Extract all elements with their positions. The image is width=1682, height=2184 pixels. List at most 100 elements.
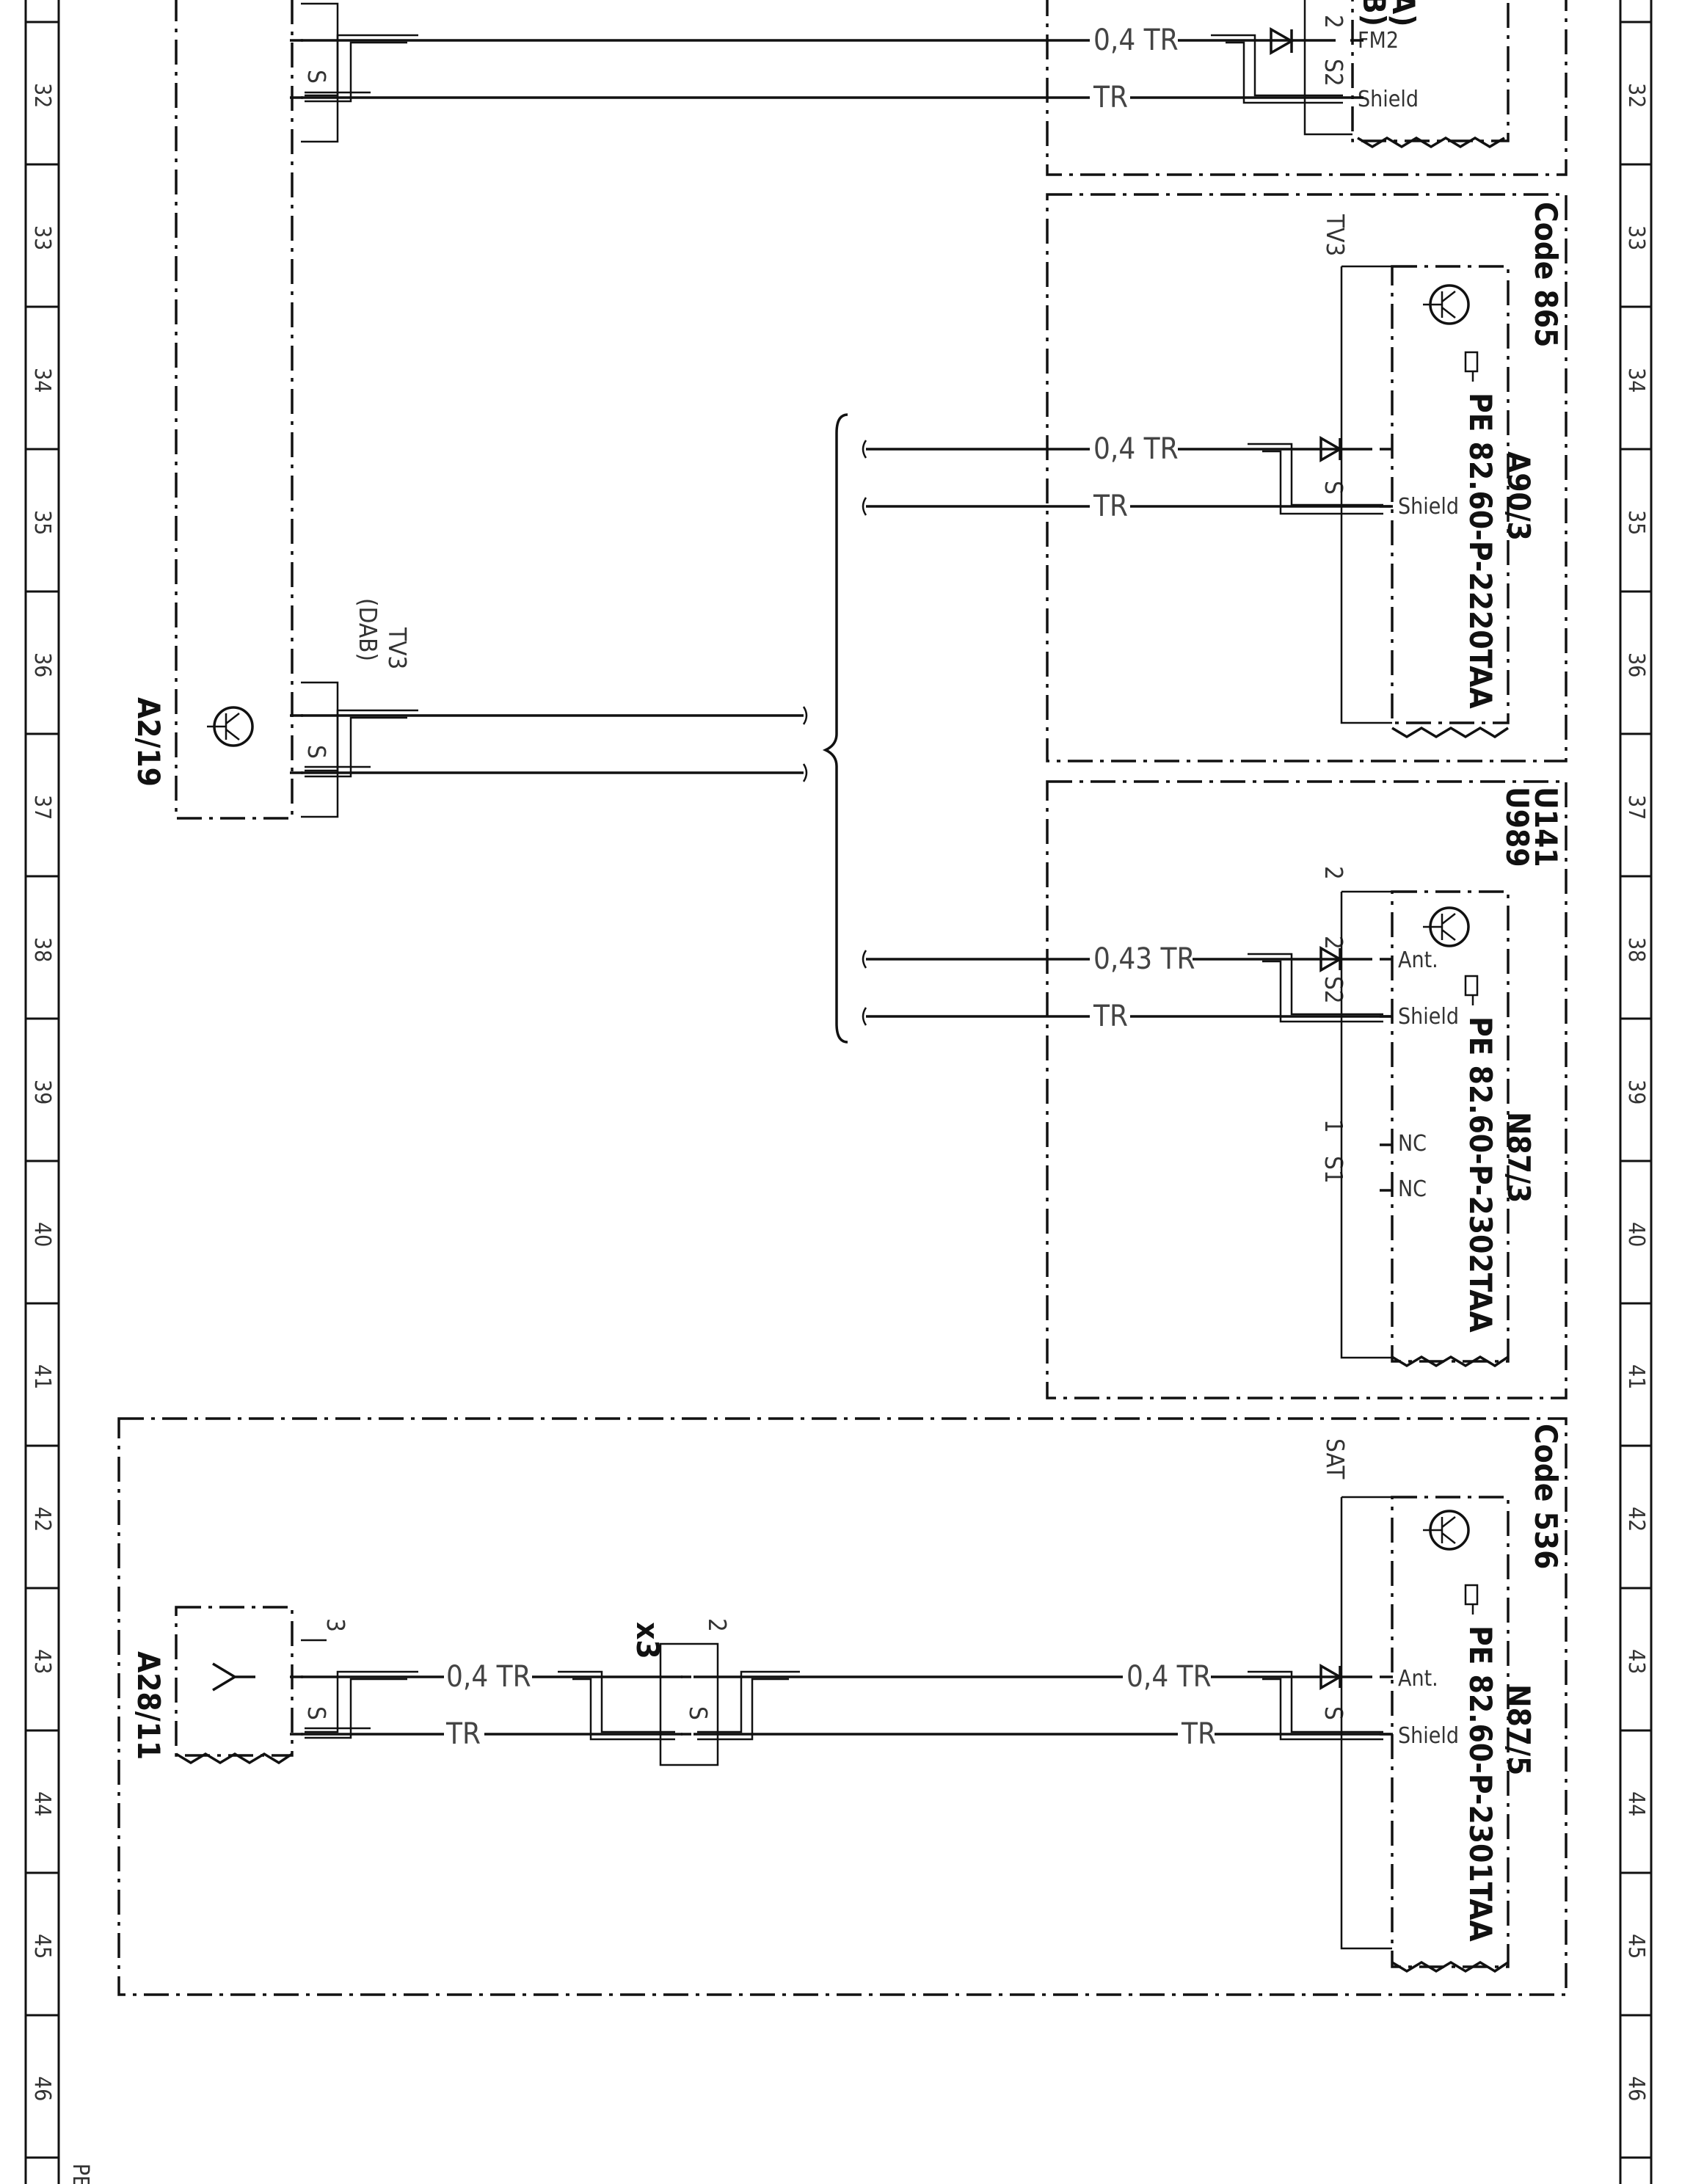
pin-label-n87-3-1: 1 <box>1319 1119 1348 1133</box>
wire-row-32-signal: 0,4 TR <box>301 23 1336 57</box>
grid-row-label: 42 <box>1623 1507 1649 1532</box>
pointing-hand-icon <box>1464 351 1479 382</box>
zigzag-n87-5 <box>1391 1960 1509 1973</box>
zigzag-n87-3 <box>1391 1355 1509 1368</box>
wire-label-row32: 0,4 TR <box>1093 23 1179 57</box>
zigzag-a28-11 <box>175 1752 293 1765</box>
pin-label-fm2-2: 2 <box>1319 15 1348 29</box>
wire-a90-shield: TR <box>866 489 1391 523</box>
grid-row-label: 34 <box>1623 368 1649 393</box>
grid-row-label: 32 <box>29 83 55 108</box>
grid-row-label: 33 <box>1623 225 1649 250</box>
grid-row-label: 46 <box>29 2076 55 2101</box>
corner-text: PE <box>68 2163 93 2184</box>
wire-label-n87-5-tr: TR <box>1181 1717 1216 1751</box>
pin-stubs <box>290 39 1393 1736</box>
pin-label-n87-3-2b: 2 <box>1319 936 1348 950</box>
grid-row-label: 45 <box>29 1934 55 1959</box>
code-label-u989: U989 <box>1499 787 1535 867</box>
wire-label-row32-tr: TR <box>1093 81 1128 114</box>
pin-label-a90-s: S <box>1319 481 1348 495</box>
inner-box-fm2 <box>1351 0 1510 142</box>
wire-label-n87-3-tr: TR <box>1093 1000 1128 1033</box>
partial-label-b: B) <box>1356 0 1392 26</box>
wire-row-32-shield: TR <box>301 81 1350 114</box>
connector-label-tv3: TV3 <box>1321 214 1350 256</box>
reference-n87-3: PE 82.60-P-2302TAA <box>1463 1016 1499 1333</box>
pin-name-shield-n87-5: Shield <box>1398 1723 1459 1749</box>
code-label-536: Code 536 <box>1528 1424 1564 1569</box>
wire-n87-5-signal: 0,4 TR <box>693 1660 1372 1694</box>
component-label-a2-19: A2/19 <box>131 697 167 787</box>
connector-label-tv3-dab: TV3 <box>383 627 412 669</box>
grid-row-label: 36 <box>29 652 55 677</box>
wire-n87-5-shield: TR <box>693 1717 1391 1751</box>
pin-name-ant-n87-3: Ant. <box>1398 947 1438 973</box>
connector-brackets <box>301 0 1392 1950</box>
pin-label-a28-s: S <box>302 1706 331 1720</box>
pin-label-fm2-s2: S2 <box>1319 59 1348 87</box>
grid-row-label: 39 <box>29 1080 55 1104</box>
grid-row-label: 42 <box>29 1507 55 1532</box>
inner-box-a28-11 <box>175 1606 294 1757</box>
pin-label-a2-19-s: S <box>302 745 331 759</box>
module-box-fm2 <box>1046 0 1568 176</box>
grid-row-label: 43 <box>1623 1649 1649 1674</box>
grid-row-label: 37 <box>29 795 55 820</box>
grid-row-label: 32 <box>1623 83 1649 108</box>
pin-name-ant-n87-5: Ant. <box>1398 1666 1438 1692</box>
wire-label-a28: 0,4 TR <box>446 1660 531 1694</box>
grid-row-label: 40 <box>1623 1222 1649 1247</box>
wire-n87-3-shield: TR <box>866 1000 1391 1033</box>
grid-row-label: 37 <box>1623 795 1649 820</box>
pin-name-nc1: NC <box>1398 1131 1427 1157</box>
grid-row-label: 34 <box>29 368 55 393</box>
pin-label-x3-2: 2 <box>703 1618 732 1632</box>
wire-a90-signal: 0,4 TR <box>866 432 1372 466</box>
component-label-n87-5: N87/5 <box>1501 1684 1537 1775</box>
amplifier-icon <box>1423 284 1470 325</box>
inner-box-n87-3 <box>1391 890 1510 1363</box>
pin-label-n87-3-s1: S1 <box>1319 1156 1348 1184</box>
grid-row-label: 45 <box>1623 1934 1649 1959</box>
wire-n87-3-signal: 0,43 TR <box>866 942 1372 976</box>
grid-row-label: 41 <box>1623 1364 1649 1389</box>
pin-name-nc2: NC <box>1398 1176 1427 1202</box>
connector-label-dab: (DAB) <box>354 598 382 661</box>
reference-a90-3: PE 82.60-P-2220TAA <box>1463 393 1499 709</box>
code-label-865: Code 865 <box>1528 202 1564 347</box>
wire-label-a90-tr: TR <box>1093 489 1128 523</box>
wire-label-a28-tr: TR <box>445 1717 481 1751</box>
wire-a28-signal: 0,4 TR <box>301 1660 682 1694</box>
wire-label-a90: 0,4 TR <box>1093 432 1179 466</box>
inner-box-n87-5 <box>1391 1496 1510 1968</box>
module-box-a90-3 <box>1046 193 1568 762</box>
component-label-n87-3: N87/3 <box>1501 1112 1537 1203</box>
pin-name-shield-n87-3: Shield <box>1398 1004 1459 1030</box>
grid-row-label: 40 <box>29 1222 55 1247</box>
code-label-u141: U141 <box>1528 787 1564 867</box>
zigzag-a90-3 <box>1391 726 1509 739</box>
grid-row-label: 41 <box>29 1364 55 1389</box>
grid-row-label: 33 <box>29 225 55 250</box>
grid-row-label: 35 <box>1623 510 1649 535</box>
pointing-hand-icon <box>1464 975 1479 1005</box>
coax-shield-symbols <box>305 34 1383 1741</box>
grid-row-label: 36 <box>1623 652 1649 677</box>
grid-row-label: 38 <box>1623 937 1649 962</box>
grid-row-label: 43 <box>29 1649 55 1674</box>
zigzag-fm2 <box>1357 136 1505 149</box>
module-box-n87-3 <box>1046 780 1568 1399</box>
amplifier-icon <box>207 706 254 747</box>
pin-name-shield-a90: Shield <box>1398 494 1459 520</box>
partial-label-a: A) <box>1386 0 1421 27</box>
pointing-hand-icon <box>1464 1584 1479 1615</box>
pin-label-n87-3-s2: S2 <box>1319 976 1348 1004</box>
inner-box-a90-3 <box>1391 265 1510 724</box>
pin-label-n87-5-s: S <box>1319 1706 1348 1720</box>
grid-row-label: 35 <box>29 510 55 535</box>
reference-n87-5: PE 82.60-P-2301TAA <box>1463 1626 1499 1942</box>
wire-label-n87-5: 0,4 TR <box>1126 1660 1212 1694</box>
